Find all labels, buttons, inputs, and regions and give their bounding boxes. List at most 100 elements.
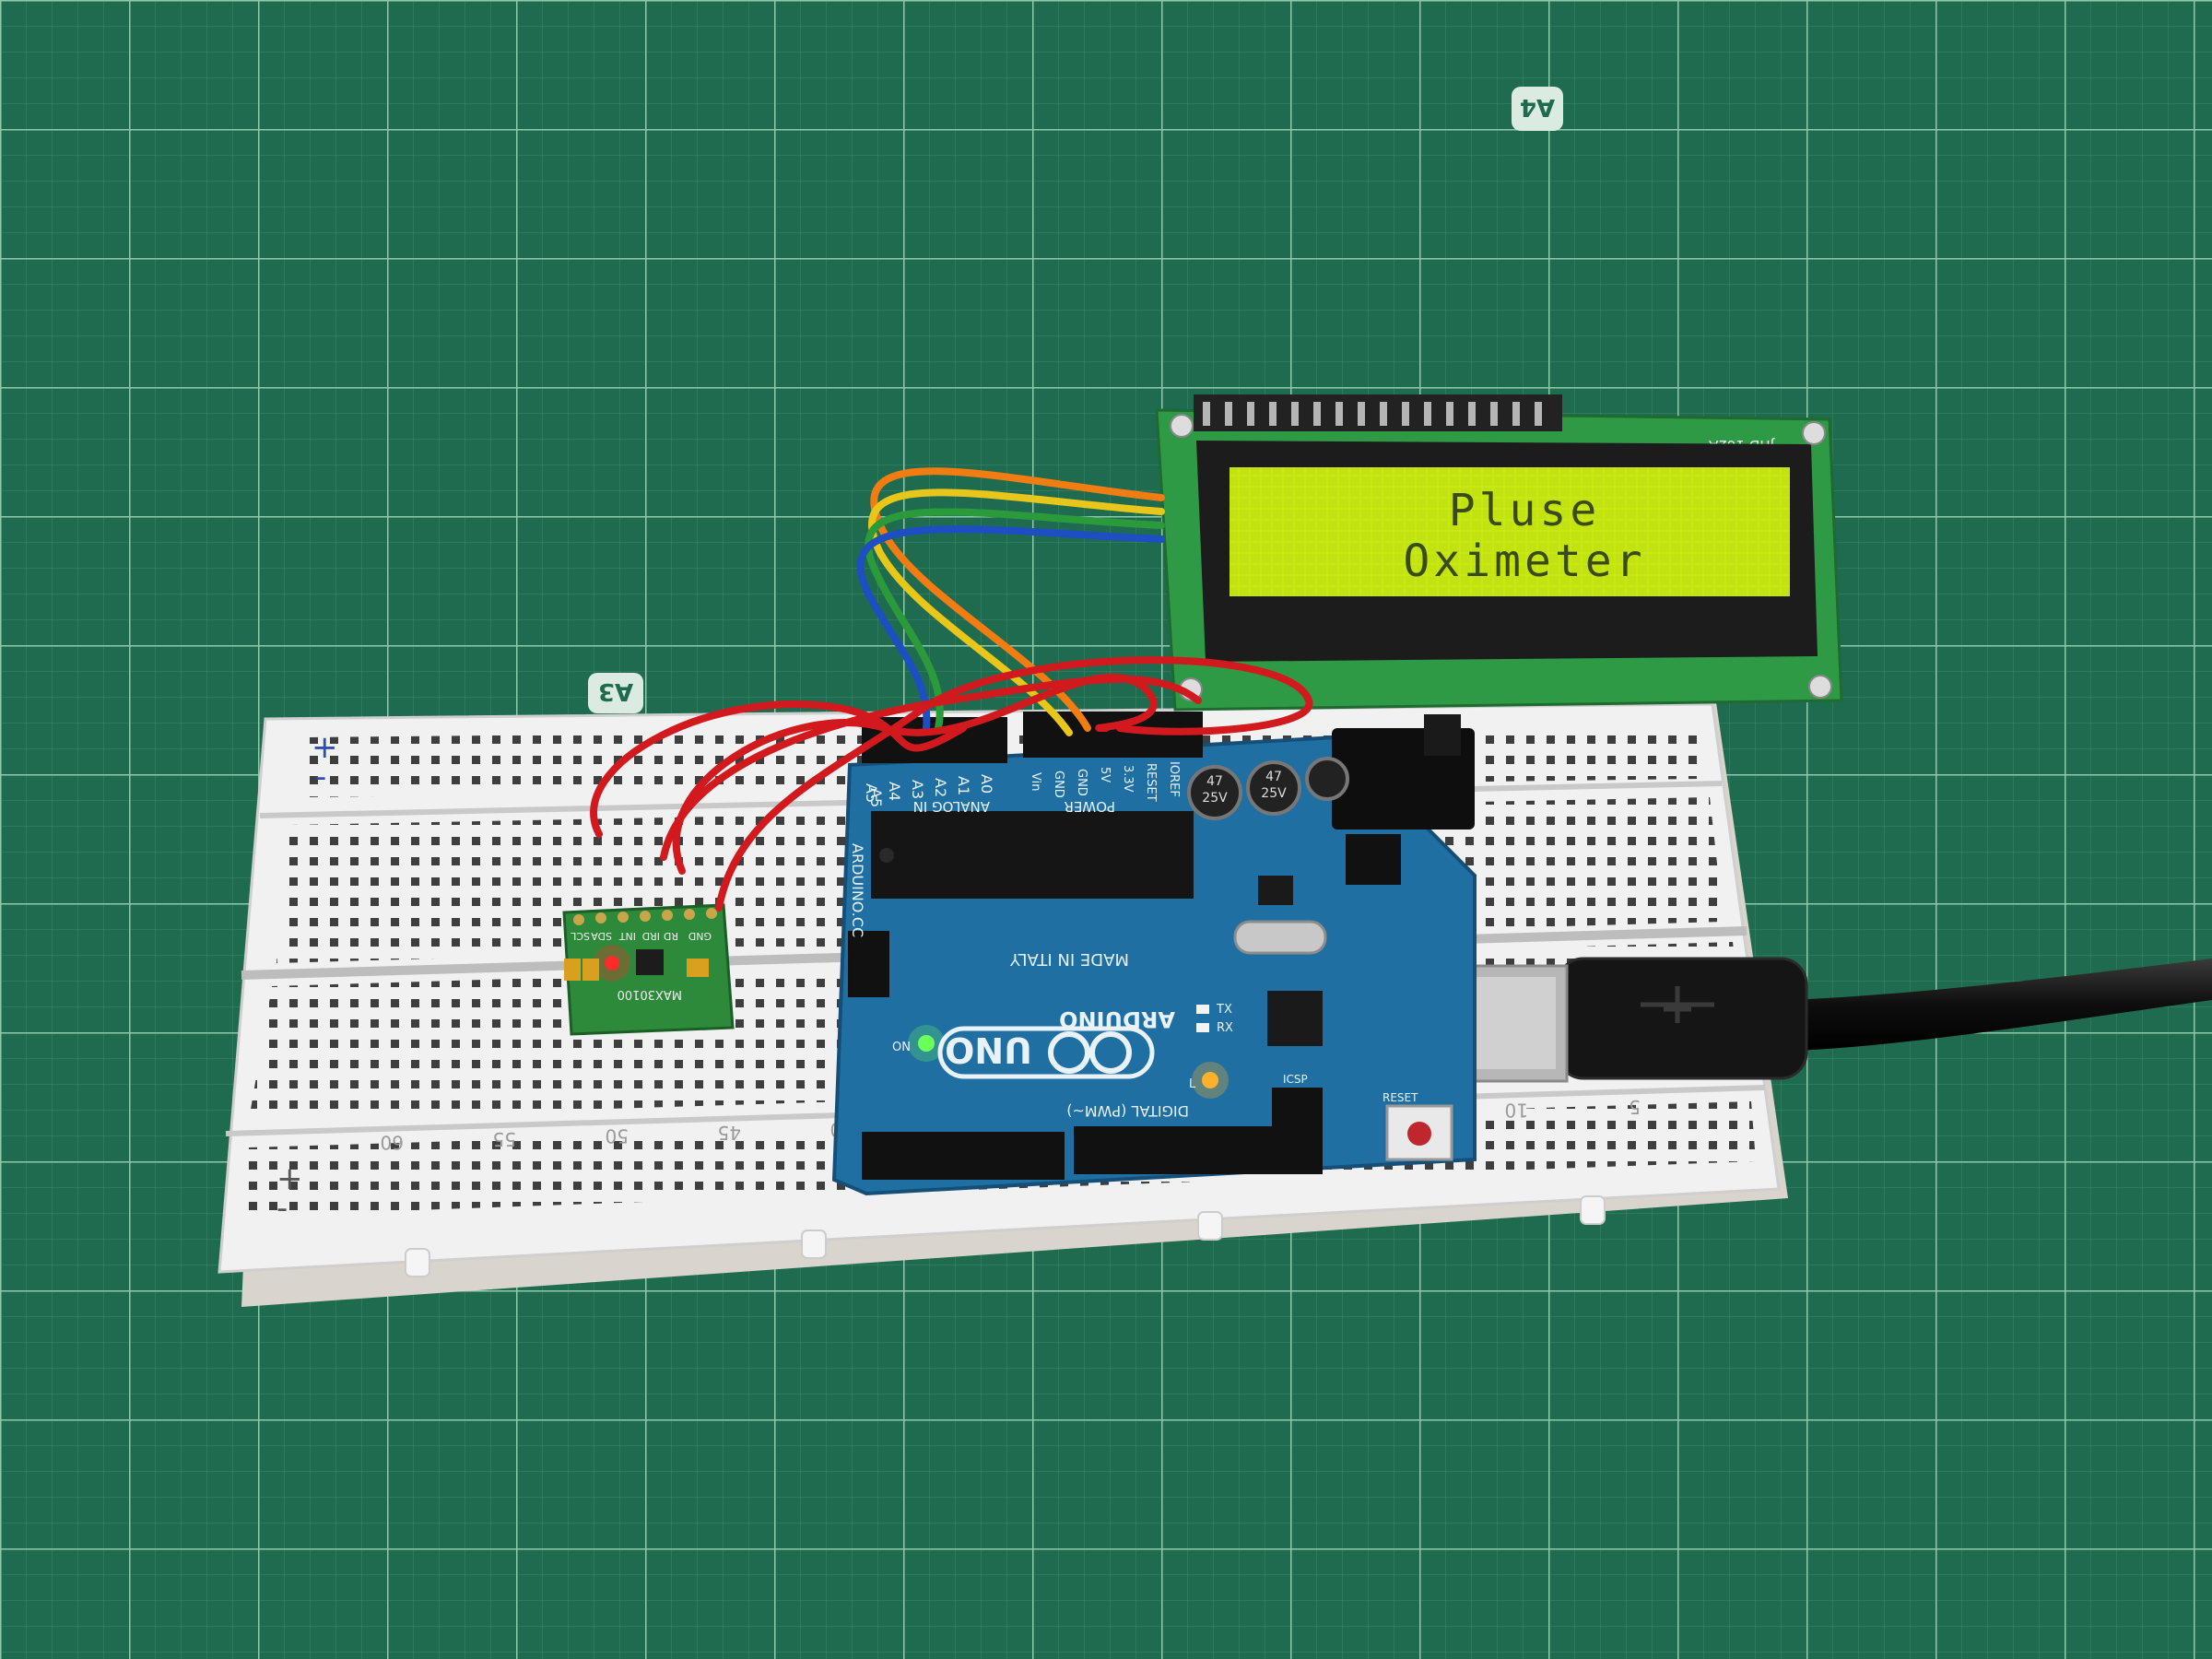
mat-sheet-label-a3: A3: [588, 673, 643, 713]
pin-label-a0: A0: [978, 774, 995, 794]
wire-orange: [870, 467, 1165, 732]
lcd-pin-header: [1194, 394, 1562, 431]
site-label-group: ARDUINO.CC: [849, 843, 866, 937]
lcd-header-pin: [1358, 402, 1365, 426]
capacitor-2-voltage: 25V: [1261, 786, 1287, 801]
l-led-glow: [1192, 1062, 1229, 1099]
made-in-group: MADE IN ITALY: [1009, 949, 1129, 969]
lcd-pixel-grid: [1230, 467, 1790, 596]
sensor-capacitor-3: [687, 959, 709, 977]
crystal-oscillator: [1233, 920, 1327, 955]
sensor-red-led: [605, 956, 619, 971]
pin-label-gnd-1: GND: [1052, 771, 1065, 798]
lcd-mount-hole-top-right: [1802, 421, 1826, 445]
lcd-header-pin: [1402, 402, 1409, 426]
sensor-pin-label-rd: RD: [664, 930, 678, 942]
uno-logo-group: UNO: [937, 1026, 1155, 1079]
capacitor-1-voltage: 25V: [1202, 791, 1228, 806]
lcd-header-pins: [1203, 402, 1542, 426]
sensor-header-pins: [573, 908, 717, 925]
red-wire-4: [660, 675, 1202, 861]
sensor-pin-label-int: INT: [619, 930, 636, 942]
l-led: [1202, 1072, 1218, 1088]
power-led: [918, 1035, 935, 1052]
capacitor-1: [1187, 765, 1242, 820]
rx-led: [1196, 1023, 1209, 1032]
analog-in-label: ANALOG IN: [913, 798, 990, 815]
lcd-jumper-wires: [856, 467, 1165, 736]
sensor-pin-label-ird: IRD: [642, 930, 660, 942]
digital-label-group: DIGITAL (PWM~): [1066, 1102, 1189, 1120]
op-amp-chip: [1258, 876, 1293, 905]
capacitor-2-value: 47: [1265, 770, 1282, 784]
pin-label-a5b: A5: [863, 783, 880, 803]
reset-button-label: RESET: [1382, 1091, 1418, 1104]
red-wire-1: [590, 700, 967, 838]
uno-logo-text: UNO: [945, 1030, 1032, 1070]
rail-mark-plus-top: +: [312, 729, 338, 766]
lcd-header-pin: [1269, 402, 1277, 426]
chip-notch: [879, 848, 894, 863]
svg-text:A3: A3: [598, 677, 633, 705]
arduino-infinity-left-icon: [1089, 1031, 1132, 1074]
pin-label-5v: 5V: [1098, 767, 1112, 782]
breadboard-pegs: [405, 1195, 1606, 1277]
uno-logo-outline: [937, 1026, 1155, 1079]
power-label-group: POWER: [1064, 798, 1115, 815]
column-number: 5: [1629, 1096, 1641, 1118]
dc-power-jack-top: [1424, 714, 1461, 756]
red-wire-2: [672, 673, 1158, 875]
analog-label-group: ANALOG IN: [913, 798, 990, 815]
sensor-capacitor-1: [564, 959, 581, 981]
sensor-chip-label: MAX30100: [618, 987, 682, 1001]
on-led-label: ON: [892, 1041, 911, 1054]
made-in-italy-label: MADE IN ITALY: [1009, 949, 1129, 969]
pin-label-a3: A3: [909, 780, 926, 799]
usb-symbol-icon: [1641, 986, 1714, 1023]
max30100-sensor-module: GND RD IRD INT SDA SCL MAX30100: [562, 903, 735, 1036]
lcd-16x2-module: JHD 162A Pluse Oximeter: [1155, 394, 1843, 712]
pin-label-3v3: 3.3V: [1121, 765, 1135, 793]
lcd-header-pin: [1313, 402, 1321, 426]
mat-sheet-label-a4: A4: [1512, 87, 1563, 131]
pin-label-vin: Vin: [1029, 772, 1042, 791]
power-label: POWER: [1064, 798, 1115, 815]
svg-text:A4: A4: [1520, 93, 1555, 121]
power-pin-label-row: Vin GND GND 5V 3.3V RESET IOREF: [1029, 761, 1181, 802]
usb-cable-cord: [1788, 959, 2212, 1051]
column-number: 45: [718, 1122, 741, 1144]
pin-label-ioref: IOREF: [1167, 761, 1181, 797]
pin-label-a2: A2: [932, 778, 949, 797]
wire-blue: [856, 525, 1165, 732]
voltage-regulator: [1346, 834, 1401, 885]
icsp-header-usb: [848, 931, 889, 997]
lcd-header-pin: [1512, 402, 1520, 426]
usb-plug: [1556, 957, 1808, 1080]
lcd-line-1: Pluse: [1449, 485, 1601, 536]
column-number: 55: [493, 1128, 516, 1150]
sensor-pin-labels: GND RD IRD INT SDA SCL: [570, 930, 712, 942]
arduino-cc-label: ARDUINO.CC: [849, 843, 866, 937]
reset-button[interactable]: [1407, 1122, 1431, 1146]
pin-label-a5: A5: [867, 788, 885, 807]
capacitor-2: [1246, 760, 1301, 816]
lcd-header-pin: [1535, 402, 1542, 426]
column-number: 60: [381, 1132, 404, 1154]
power-led-glow: [908, 1025, 945, 1062]
rail-mark-plus-bottom: +: [276, 1160, 303, 1197]
arduino-infinity-right-icon: [1048, 1031, 1090, 1074]
lcd-header-pin: [1247, 402, 1254, 426]
rail-mark-minus-top: -: [315, 759, 326, 795]
red-wire-3: [715, 656, 1313, 912]
lcd-header-pin: [1446, 402, 1453, 426]
column-number: 10: [1505, 1100, 1528, 1122]
sensor-pin-label-sda: SDA: [591, 930, 612, 942]
lcd-header-pin: [1468, 402, 1476, 426]
pin-label-a1: A1: [955, 776, 972, 795]
red-jumper-wires: [590, 656, 1313, 912]
capacitor-3: [1305, 757, 1349, 801]
digital-pwm-label: DIGITAL (PWM~): [1066, 1102, 1189, 1120]
max30100-chip: [636, 949, 664, 975]
sensor-red-led-glow: [594, 945, 630, 982]
tx-led-label: TX: [1216, 1003, 1232, 1017]
